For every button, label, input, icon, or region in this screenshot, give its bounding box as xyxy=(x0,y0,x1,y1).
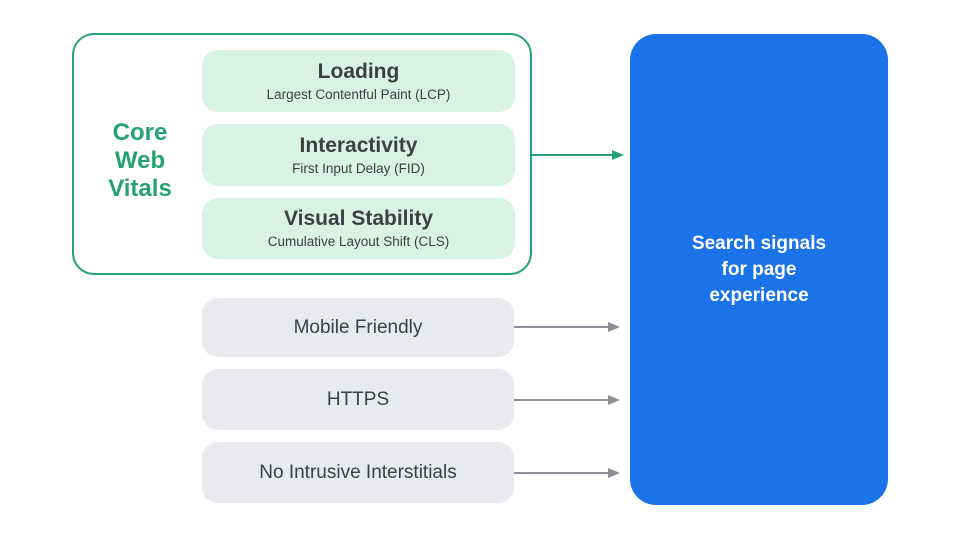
signal-box-mobile-friendly: Mobile Friendly xyxy=(202,298,514,357)
arrow-no-intrusive-interstitials-to-search-signals xyxy=(514,468,620,478)
search-signals-result-box: Search signals for page experience xyxy=(630,34,888,505)
vital-title-interactivity: Interactivity xyxy=(299,133,418,157)
vital-title-visual-stability: Visual Stability xyxy=(284,207,433,230)
arrow-core-web-vitals-to-search-signals xyxy=(532,150,624,160)
signal-box-no-intrusive-interstitials: No Intrusive Interstitials xyxy=(202,442,514,503)
signal-box-https: HTTPS xyxy=(202,369,514,430)
arrow-https-to-search-signals xyxy=(514,395,620,405)
vital-box-visual-stability: Visual Stability Cumulative Layout Shift… xyxy=(202,198,515,259)
vital-box-loading: Loading Largest Contentful Paint (LCP) xyxy=(202,50,515,112)
core-web-vitals-group: Core Web Vitals Loading Largest Contentf… xyxy=(72,33,532,275)
signal-label-mobile-friendly: Mobile Friendly xyxy=(293,316,423,338)
vital-box-interactivity: Interactivity First Input Delay (FID) xyxy=(202,124,515,186)
arrow-mobile-friendly-to-search-signals xyxy=(514,322,620,332)
signal-label-no-intrusive-interstitials: No Intrusive Interstitials xyxy=(259,461,457,483)
vital-title-loading: Loading xyxy=(317,59,400,83)
vital-subtitle-lcp: Largest Contentful Paint (LCP) xyxy=(266,86,451,102)
search-signals-result-label: Search signals for page experience xyxy=(691,232,827,306)
core-web-vitals-label: Core Web Vitals xyxy=(108,119,172,202)
signal-label-https: HTTPS xyxy=(326,388,390,410)
vital-subtitle-fid: First Input Delay (FID) xyxy=(292,160,425,176)
vital-subtitle-cls: Cumulative Layout Shift (CLS) xyxy=(267,234,450,249)
